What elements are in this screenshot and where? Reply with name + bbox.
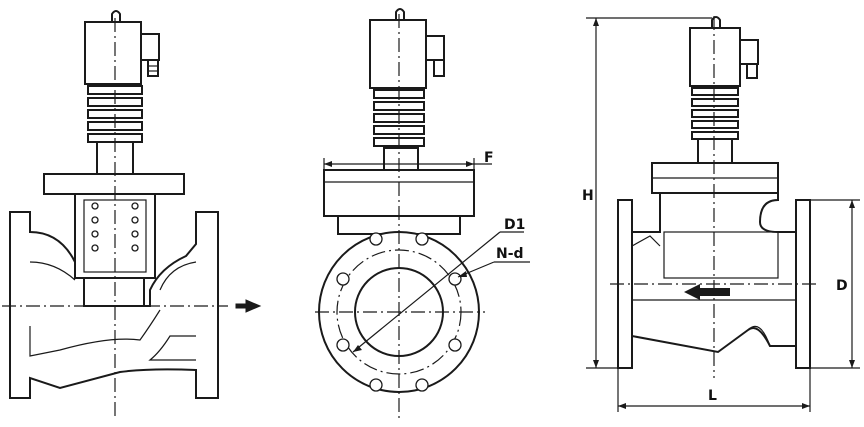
cable-gland-right: [746, 63, 758, 79]
label-d: D: [836, 278, 848, 294]
valve-body-left: [9, 211, 219, 399]
bolt-hole: [415, 378, 429, 392]
external-view: H D L: [582, 16, 860, 412]
bolt-hole: [369, 378, 383, 392]
bolt-hole: [415, 232, 429, 246]
spring-coil: [91, 216, 99, 224]
bonnet-flange-left: [43, 173, 185, 195]
spring-coil: [91, 244, 99, 252]
coil-top-nub: [111, 10, 121, 22]
piston-disc: [83, 277, 145, 307]
spring-coil: [91, 202, 99, 210]
spring-coil: [91, 230, 99, 238]
bolt-hole: [448, 338, 462, 352]
spring-coil: [131, 216, 139, 224]
coil-housing-left: [84, 21, 142, 85]
spring-coil: [131, 202, 139, 210]
leader-d1: [352, 231, 501, 353]
label-f: F: [484, 150, 494, 166]
label-nd: N-d: [496, 246, 524, 262]
section-view: [2, 10, 262, 420]
label-d1: D1: [504, 217, 525, 233]
label-h: H: [582, 188, 594, 204]
bolt-hole: [369, 232, 383, 246]
coil-housing-right: [689, 27, 741, 87]
label-l: L: [708, 388, 717, 404]
bolt-hole: [336, 272, 350, 286]
cable-gland-left: [147, 59, 159, 77]
coil-housing-middle: [369, 19, 427, 89]
spring-coil: [131, 230, 139, 238]
bolt-hole: [448, 272, 462, 286]
bolt-hole: [336, 338, 350, 352]
left-arrow-icon: [684, 284, 730, 300]
left-arrow-icon: [235, 299, 262, 313]
valve-body-right: [631, 192, 797, 354]
junction-box-left: [140, 33, 160, 61]
junction-box-middle: [425, 35, 445, 61]
junction-box-right: [739, 39, 759, 65]
cable-gland-middle: [433, 59, 445, 77]
end-view: F D1 N-d: [315, 8, 530, 420]
piston-chamber-right: [663, 231, 779, 279]
spring-coil: [131, 244, 139, 252]
valve-stem-right: [697, 138, 733, 164]
